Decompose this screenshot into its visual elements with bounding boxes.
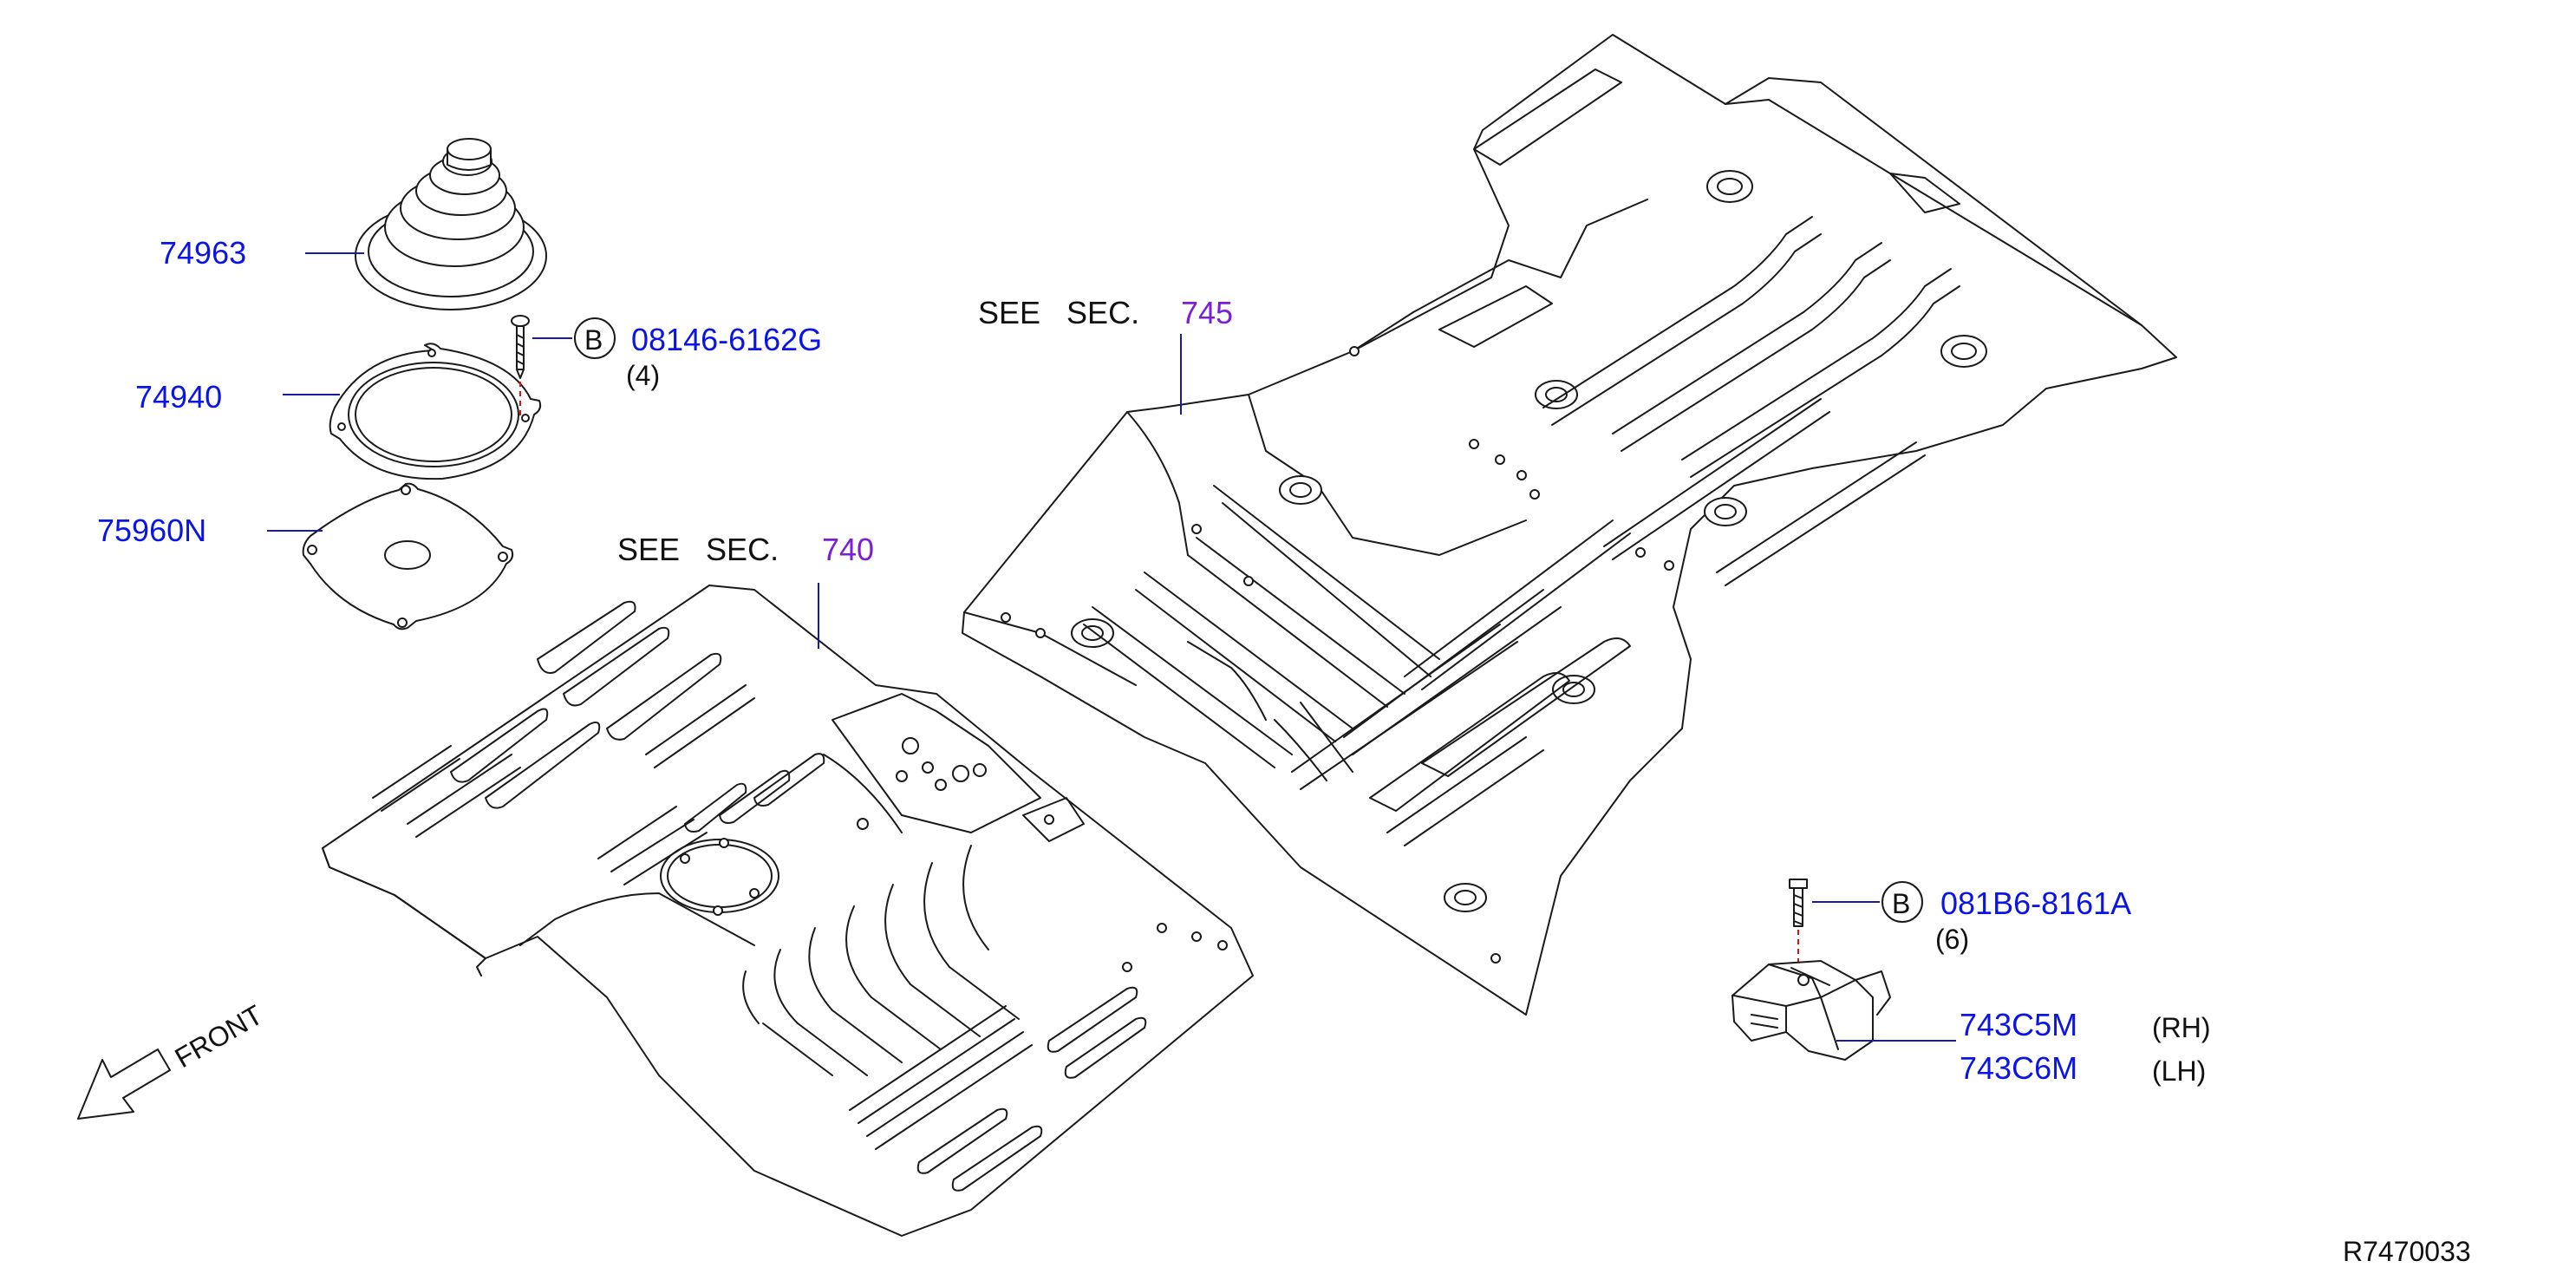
front-arrow-icon [77, 1049, 171, 1120]
part-number-74940[interactable]: 74940 [135, 379, 222, 415]
part-number-75960N[interactable]: 75960N [97, 513, 206, 548]
diagram-id: R7470033 [2343, 1236, 2471, 1267]
part-number-081B6-8161A[interactable]: 081B6-8161A [1940, 885, 2131, 921]
side-label-lh: (LH) [2152, 1055, 2206, 1087]
front-floor-panel[interactable] [322, 585, 1254, 1237]
see-sec-label-740: SEE SEC. [617, 532, 779, 567]
retainer-ring-illustration[interactable] [329, 343, 542, 480]
cover-plate-illustration[interactable] [302, 482, 514, 630]
side-label-rh: (RH) [2152, 1012, 2211, 1043]
quantity-bolt-b2: (6) [1935, 924, 1969, 955]
part-number-08146-6162G[interactable]: 08146-6162G [631, 322, 822, 357]
quantity-bolt-b1: (4) [626, 360, 660, 391]
svg-text:B: B [1892, 888, 1910, 919]
section-number-745[interactable]: 745 [1181, 295, 1233, 330]
circle-b-label-2: B [1881, 881, 1923, 923]
part-number-74963[interactable]: 74963 [160, 235, 246, 271]
part-number-743C6M[interactable]: 743C6M [1960, 1050, 2077, 1086]
circle-b-label: B [574, 317, 616, 359]
bracket-illustration[interactable] [1731, 960, 1891, 1061]
section-number-740[interactable]: 740 [822, 532, 874, 567]
bolt-icon[interactable] [1789, 879, 1808, 927]
shift-boot-illustration[interactable] [355, 138, 547, 310]
screw-icon[interactable] [511, 315, 530, 379]
svg-text:B: B [584, 324, 603, 356]
front-label: FRONT [170, 999, 268, 1074]
rear-floor-panel[interactable] [962, 34, 2177, 1016]
see-sec-label-745: SEE SEC. [978, 295, 1139, 330]
part-number-743C5M[interactable]: 743C5M [1960, 1007, 2077, 1042]
